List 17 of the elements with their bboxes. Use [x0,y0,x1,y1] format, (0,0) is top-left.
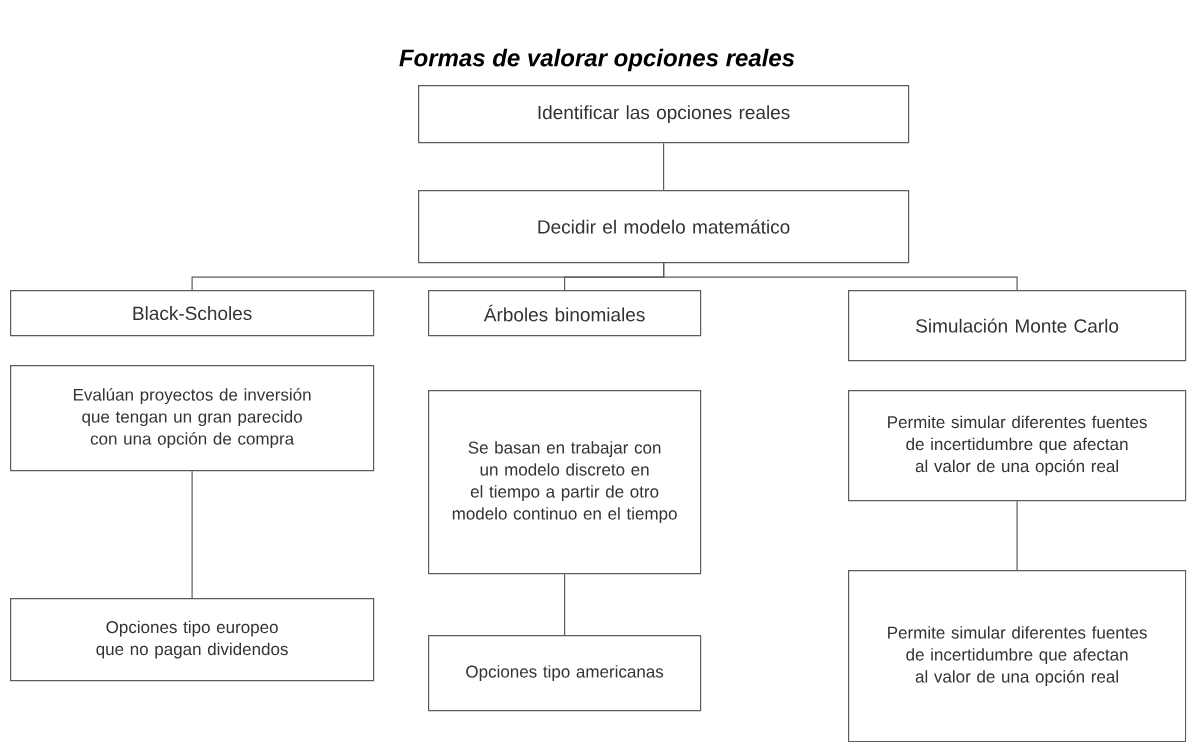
process-box: Black-Scholes [10,290,375,337]
connector-line [191,470,193,599]
process-box: Permite simular diferentes fuentes de incertidumbre que afectan al valor de una opción real [848,570,1187,742]
process-box: Simulación Monte Carlo [848,290,1187,362]
process-box: Permite simular diferentes fuentes de incertidumbre que afectan al valor de una opción real [848,390,1187,502]
connector-line [663,142,665,191]
process-box: Opciones tipo americanas [428,635,702,712]
connector-line [1016,500,1018,571]
process-box: Evalúan proyectos de inversión que tengan un gran parecido con una opción de compra [10,365,375,472]
process-box: Árboles binomiales [428,290,702,337]
process-box: Opciones tipo europeo que no pagan dividendos [10,598,375,682]
connector-line [564,573,566,636]
process-box: Se basan en trabajar con un modelo discreto en el tiempo a partir de otro modelo continuo en el tiempo [428,390,702,575]
connector-line [663,262,1018,291]
process-box: Identificar las opciones reales [418,85,910,144]
process-box: Decidir el modelo matemático [418,190,910,264]
title: Formas de valorar opciones reales [399,48,795,72]
